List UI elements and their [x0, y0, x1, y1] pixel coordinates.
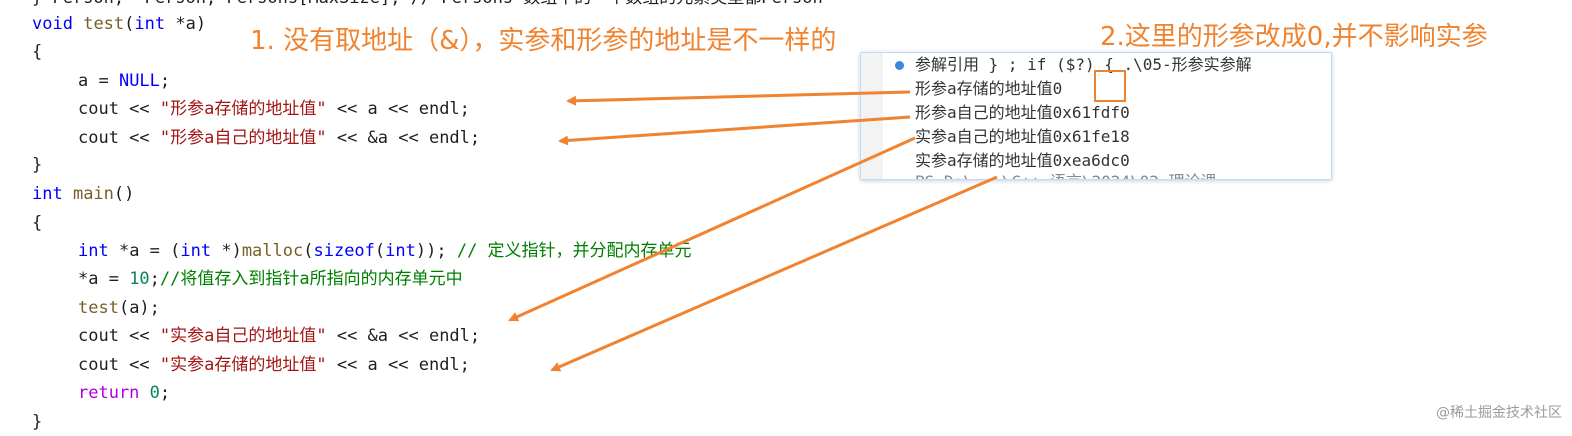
code-line-cout-actual-stored: cout << "实参a存储的地址值" << a << endl; — [78, 351, 470, 379]
terminal-cut-line: PS D:\...\C++ 语言\2024\02-理论课 — [915, 170, 1217, 179]
code-line-brace-open: { — [32, 42, 43, 62]
function-name: malloc — [241, 241, 304, 261]
code-line-assign-null: a = NULL; — [78, 67, 170, 95]
code-line-last-brace: } — [32, 412, 43, 432]
code-line-return: return 0; — [78, 379, 170, 407]
punct: () — [113, 184, 135, 204]
string-literal: "实参a存储的地址值" — [159, 355, 327, 375]
watermark: @稀土掘金技术社区 — [1436, 405, 1562, 421]
code-text: *) — [211, 241, 242, 261]
terminal-output-line-1: 形参a存储的地址值0 — [915, 79, 1063, 98]
code-text: (a); — [118, 298, 160, 318]
punct: ; — [159, 383, 171, 403]
terminal-gutter — [861, 53, 883, 179]
string-literal: "形参a存储的地址值" — [159, 99, 327, 119]
code-line-cout-formal-stored: cout << "形参a存储的地址值" << a << endl; — [78, 95, 470, 123]
code-text: << a << endl; — [326, 355, 470, 375]
function-name: test — [83, 14, 125, 34]
code-line-test-signature: void test(int *a) — [32, 10, 206, 38]
keyword: int — [134, 14, 166, 34]
code-text: *a = ( — [108, 241, 181, 261]
comment: // 定义指针，并分配内存单元 — [456, 241, 692, 261]
punct: ( — [374, 241, 386, 261]
keyword: int — [180, 241, 212, 261]
keyword: return — [78, 383, 140, 403]
code-text: << &a << endl; — [326, 128, 481, 148]
punct: ; — [149, 269, 160, 289]
string-literal: "实参a自己的地址值" — [159, 326, 327, 346]
code-line-malloc: int *a = (int *)malloc(sizeof(int)); // … — [78, 237, 692, 265]
code-text: cout << — [78, 355, 160, 375]
terminal-header-line: 参解引用 } ; if ($?) { .\05-形参实参解 — [915, 55, 1252, 74]
function-name: test — [78, 298, 119, 318]
code-text: cout << — [78, 128, 160, 148]
keyword: int — [32, 184, 63, 204]
function-name: main — [62, 184, 114, 204]
arrow-actual-stored — [550, 175, 998, 372]
code-line-cout-formal-self: cout << "形参a自己的地址值" << &a << endl; — [78, 124, 480, 152]
terminal-output-line-3: 实参a自己的地址值0x61fe18 — [915, 127, 1130, 146]
punct: ( — [124, 14, 135, 34]
params: *a) — [165, 14, 207, 34]
highlight-box — [1094, 70, 1126, 102]
string-literal: "形参a自己的地址值" — [159, 128, 327, 148]
annotation-note-2: 2.这里的形参改成0,并不影响实参 — [1100, 22, 1488, 52]
code-line-text: } Person, *Person, Persons[MaxSize]; // … — [32, 0, 823, 12]
arrow-formal-self — [558, 115, 911, 146]
keyword: void — [32, 14, 73, 34]
code-text: a = — [78, 71, 119, 91]
punct: ; — [159, 71, 171, 91]
keyword: NULL — [118, 71, 160, 91]
number-literal: 10 — [129, 269, 150, 289]
code-text: << &a << endl; — [326, 326, 481, 346]
annotation-note-1: 1. 没有取地址（&），实参和形参的地址是不一样的 — [250, 26, 837, 56]
punct: )); — [415, 241, 457, 261]
number-literal: 0 — [139, 383, 160, 403]
keyword: int — [78, 241, 109, 261]
keyword: sizeof — [313, 241, 375, 261]
code-line-cut-top: } Person, *Person, Persons[MaxSize]; // … — [32, 0, 823, 12]
comment: //将值存入到指针a所指向的内存单元中 — [159, 269, 463, 289]
code-text: cout << — [78, 326, 160, 346]
terminal-output-line-2: 形参a自己的地址值0x61fdf0 — [915, 103, 1130, 122]
punct: ( — [303, 241, 314, 261]
terminal-output-popup: 参解引用 } ; if ($?) { .\05-形参实参解 形参a存储的地址值0… — [860, 52, 1332, 180]
code-line-call-test: test(a); — [78, 294, 160, 322]
code-text: << a << endl; — [326, 99, 470, 119]
code-text: cout << — [78, 99, 160, 119]
code-line-brace-open: { — [32, 213, 43, 233]
code-line-brace-close: } — [32, 155, 43, 175]
arrow-formal-stored — [566, 90, 911, 106]
code-text: *a = — [78, 269, 130, 289]
code-line-main-signature: int main() — [32, 180, 134, 208]
terminal-output-line-4: 实参a存储的地址值0xea6dc0 — [915, 151, 1130, 170]
code-line-cout-actual-self: cout << "实参a自己的地址值" << &a << endl; — [78, 322, 480, 350]
status-dot-icon — [895, 61, 904, 70]
keyword: int — [385, 241, 416, 261]
arrow-actual-self — [508, 136, 916, 322]
code-line-assign-10: *a = 10;//将值存入到指针a所指向的内存单元中 — [78, 265, 463, 293]
